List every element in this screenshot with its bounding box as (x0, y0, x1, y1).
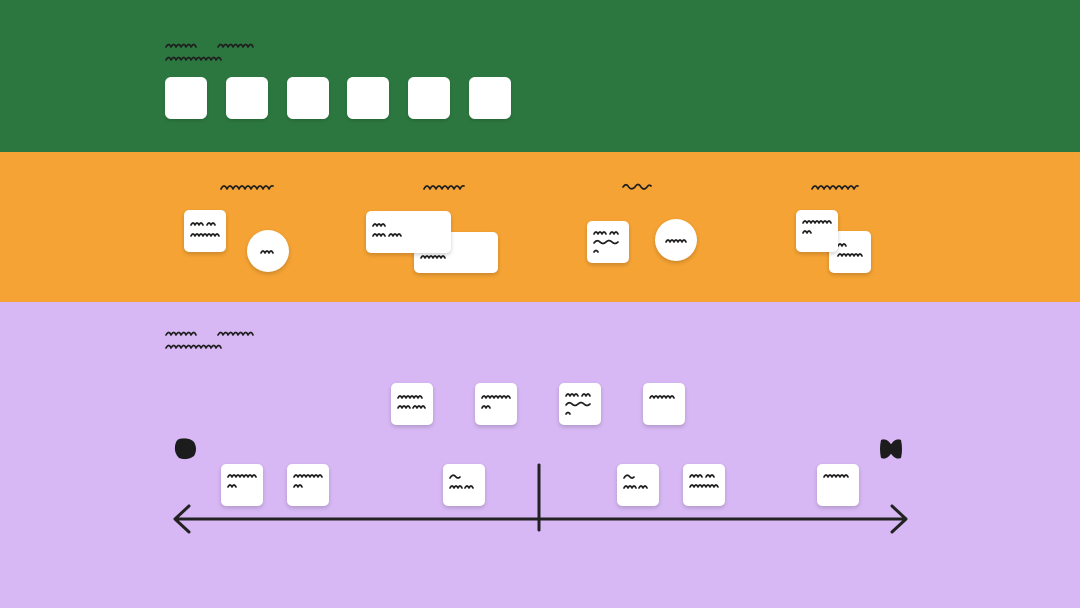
note-scribble (397, 395, 426, 409)
square-note[interactable] (796, 210, 838, 252)
bottom-heading-scribble (165, 331, 254, 349)
backlog-note[interactable] (643, 383, 685, 425)
note-scribble (823, 474, 849, 478)
note-scribble (623, 474, 648, 489)
note-scribble (649, 395, 675, 399)
timeline-note[interactable] (683, 464, 725, 506)
empty-card[interactable] (469, 77, 511, 119)
note-scribble (481, 395, 511, 409)
group-2-heading-scribble (423, 184, 465, 190)
wide-note[interactable] (366, 211, 451, 253)
circle-note[interactable] (247, 230, 289, 272)
empty-card[interactable] (287, 77, 329, 119)
note-scribble (665, 239, 687, 243)
backlog-note[interactable] (559, 383, 601, 425)
backlog-note[interactable] (475, 383, 517, 425)
empty-card[interactable] (408, 77, 450, 119)
right-arrowhead (890, 504, 908, 534)
group-3-heading-scribble (622, 183, 652, 190)
note-scribble (372, 223, 402, 237)
note-scribble (420, 255, 446, 259)
timeline-note[interactable] (443, 464, 485, 506)
bowtie-icon (880, 439, 902, 459)
middle-band (0, 152, 1080, 302)
circle-note[interactable] (655, 219, 697, 261)
note-scribble (227, 474, 257, 488)
note-scribble (190, 222, 220, 237)
group-4-heading-scribble (811, 184, 859, 190)
note-scribble (802, 220, 832, 234)
timeline-note[interactable] (817, 464, 859, 506)
timeline-note[interactable] (617, 464, 659, 506)
note-scribble (565, 393, 591, 415)
square-note[interactable] (184, 210, 226, 252)
group-1-heading-scribble (220, 184, 274, 190)
blob-icon (174, 438, 196, 460)
note-scribble (260, 250, 274, 254)
note-scribble (449, 474, 474, 489)
note-scribble (593, 231, 619, 253)
top-band (0, 0, 1080, 152)
timeline-note[interactable] (221, 464, 263, 506)
timeline-note[interactable] (287, 464, 329, 506)
square-note[interactable] (587, 221, 629, 263)
empty-card[interactable] (165, 77, 207, 119)
note-scribble (689, 474, 719, 488)
note-scribble (837, 243, 863, 257)
empty-card[interactable] (226, 77, 268, 119)
top-heading-scribble (165, 43, 254, 61)
backlog-note[interactable] (391, 383, 433, 425)
empty-card[interactable] (347, 77, 389, 119)
note-scribble (293, 474, 323, 488)
left-arrowhead (173, 504, 191, 534)
